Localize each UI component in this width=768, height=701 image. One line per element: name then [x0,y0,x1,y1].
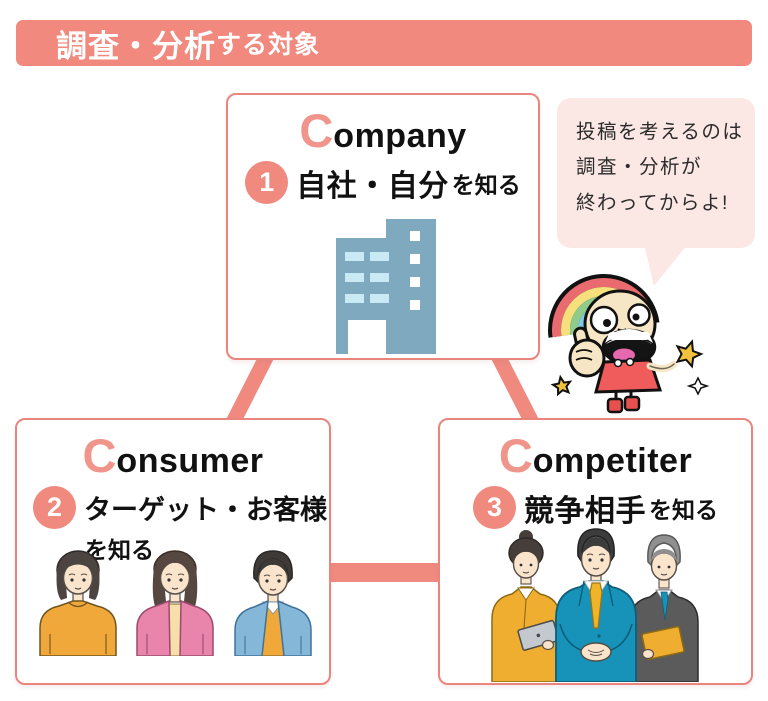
office-building-icon [336,218,436,354]
company-label: 自社・自分 [296,169,449,203]
speech-bubble-line-1: 投稿を考えるのは [576,121,744,143]
consumer-label-line2: を知る [85,536,154,563]
consumer-step-row: 2 ターゲット・お客様 [33,485,329,529]
page-title-emphasis: 調査・分析 [56,28,216,64]
page-title-rest: する対象 [216,31,321,59]
competitor-title-rest: ompetiter [532,442,693,480]
step-number-badge: 1 [245,161,289,205]
speech-bubble: 投稿を考えるのは 調査・分析が 終わってからよ! [557,98,755,248]
competitor-label-suffix: を知る [649,496,718,523]
consumer-label: ターゲット・お客様 [84,494,327,525]
business-team-illustration [490,528,699,683]
consumer-title-rest: onsumer [116,442,264,480]
company-label-suffix: を知る [451,171,521,198]
three-consumers-illustration [39,550,312,657]
speech-bubble-tail [644,244,688,286]
company-title-rest: ompany [333,117,467,155]
competitor-step-row: 3 競争相手 を知る [440,486,751,530]
consumer-initial: C [82,429,117,482]
company-step-row: 1 自社・自分 を知る [228,161,538,205]
competitor-initial: C [498,429,533,482]
step-number-badge: 3 [473,486,516,530]
connector-bottom [328,563,440,582]
page-title: 調査・分析する対象 [16,20,752,66]
company-initial: C [299,104,334,157]
step-number-badge: 2 [33,485,76,529]
rainbow-girl-character [548,274,710,414]
speech-bubble-line-2: 調査・分析が [576,156,703,179]
competitor-label: 競争相手 [524,494,646,528]
speech-bubble-line-3: 終わってからよ! [576,191,729,214]
